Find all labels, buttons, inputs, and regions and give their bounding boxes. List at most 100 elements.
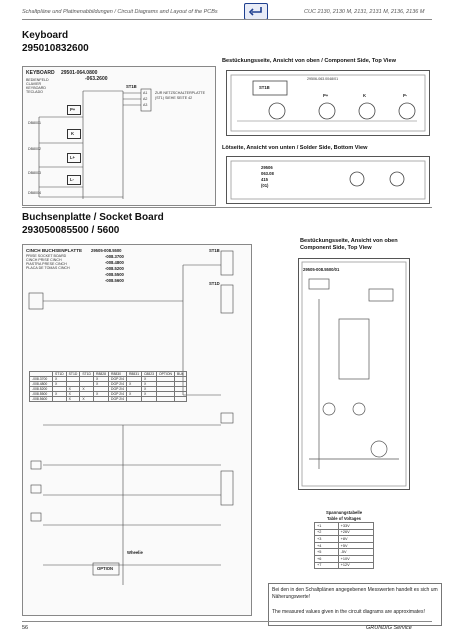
key-box-2: L+ (67, 153, 81, 163)
vt-cell: X (79, 396, 95, 402)
variant-1: -008.3700 (105, 254, 124, 259)
voltage-value: +10V (337, 554, 375, 563)
voltage-key: +6 (314, 554, 339, 563)
back-button[interactable] (244, 3, 268, 20)
socket-title: Buchsenplatte / Socket Board (22, 212, 164, 223)
key-box-3: L- (67, 175, 81, 185)
measurement-note: Bei den in den Schaltplänen angegebenen … (268, 583, 442, 626)
vt-cell: -008.5600 (29, 396, 53, 402)
header-right-text: CUC 2130, 2130 M, 2131, 2131 M, 2136, 21… (304, 9, 425, 15)
variant-3: -008.5200 (105, 266, 124, 271)
table-row: +5-5V (314, 548, 375, 556)
keyboard-top-caption: Bestückungsseite, Ansicht von oben / Com… (222, 58, 396, 64)
pcb-label-p: P+ (323, 93, 329, 98)
voltage-key: +4 (314, 541, 339, 550)
pcb-bottom-traces (230, 160, 426, 200)
pcb-label-st1b: ST1B (259, 85, 270, 90)
vt-h8: OPTION (155, 371, 175, 377)
pin-0: A1 (143, 91, 148, 95)
section-rule (22, 207, 432, 208)
pcb-label-p-minus: P- (403, 93, 408, 98)
key-label-3: L- (70, 177, 74, 182)
vt-cell (52, 396, 67, 402)
socket-sub-3: PLACA DE TOMAS CINCH (26, 266, 70, 270)
keyboard-pcb-top: 29506-063.0048/01 ST1B P+ K P- (226, 70, 430, 136)
socket-pcb-traces (301, 261, 407, 487)
voltage-table-title-de: Spannungstabelle (325, 510, 363, 515)
note-de: Bei den in den Schaltplänen angegebenen … (272, 587, 438, 600)
voltage-value: +12V (337, 561, 375, 570)
header-rule (22, 19, 432, 20)
key-label-0: P+ (70, 107, 76, 112)
voltage-value: -5V (337, 548, 375, 556)
table-row: +7+12V (314, 561, 375, 570)
socket-pcb-code: 29505-008.5500/01 (303, 267, 340, 272)
socket-schematic: CINCH BUCHSENPLATTE PRISE SOCKET BOARD C… (22, 244, 252, 616)
keyboard-title: Keyboard (22, 30, 69, 41)
voltage-key: +3 (314, 535, 339, 543)
keyboard-number: 29501083260­0 (22, 43, 89, 54)
voltage-key: +7 (314, 561, 339, 570)
variant-table-head: ST1D ST1D ST1D R8828 R8830 R8831 C8823 O… (29, 371, 187, 377)
voltage-value: +33V (337, 522, 375, 530)
table-row: +6+10V (314, 554, 375, 563)
schem-part2: -063.2600 (85, 76, 108, 82)
pcb-top-code: 29506-063.0048/01 (307, 77, 339, 81)
pcb-bottom-line-2: 415 (261, 177, 268, 182)
vt-cell (93, 396, 110, 402)
voltage-value: +5V (337, 541, 375, 550)
switch-label-1: DB8002 (28, 147, 41, 151)
socket-component-caption: Bestückungsseite, Ansicht von oben Compo… (300, 238, 398, 251)
vt-empty (173, 396, 187, 402)
table-row: +2+26V (314, 528, 375, 537)
keyboard-bottom-caption: Lötseite, Ansicht von unten / Solder Sid… (222, 145, 368, 151)
variant-4: -008.5500 (105, 272, 124, 277)
socket-sub-1: CINCH PRISE CINCH (26, 258, 62, 262)
schem-note-1: ZUR NETZSCHALTERPLATTE (155, 91, 205, 95)
voltage-value: +8V (337, 535, 375, 543)
vt-cell (125, 396, 142, 402)
vt-cell (140, 396, 157, 402)
schem-sub-0: BEDIENFELD (26, 78, 49, 82)
schem-part1: 29501-064.0800 (61, 70, 98, 76)
switch-label-3: DB8004 (28, 191, 41, 195)
variant-0: 29505-008.5500 (91, 248, 122, 253)
pcb-bottom-line-1: 063.08 (261, 171, 274, 176)
vt-cell: DGP 2/4 (108, 381, 127, 387)
switch-label-0: DB8001 (28, 121, 41, 125)
schem-sub-1: CLAVIER (26, 82, 42, 86)
socket-pcb: 29505-008.5500/01 (298, 258, 410, 490)
vt-cell: DGP 2/4 (108, 376, 127, 382)
wheel-label: Wheelie (127, 550, 143, 555)
pin-2: A3 (143, 103, 148, 107)
table-row: +1+33V (314, 522, 375, 530)
pin-1: A2 (143, 97, 148, 101)
pcb-label-k: K (363, 93, 367, 98)
page-number: 56 (22, 625, 29, 631)
vt-empty (155, 396, 175, 402)
schem-note-2: (ST1) SIEHE SEITE 42 (155, 96, 193, 100)
page-header: Schaltpläne und Platinenabbildungen / Ci… (0, 0, 452, 22)
connector-st1b: ST1B (209, 248, 220, 253)
footer-rule (22, 621, 432, 622)
vt-cell: DGP 2/4 (108, 396, 127, 402)
header-left-text: Schaltpläne und Platinenabbildungen / Ci… (22, 9, 218, 15)
variant-2: -008.4800 (105, 260, 124, 265)
vt-cell: DGP 2/4 (108, 386, 127, 392)
variant-table: ST1D ST1D ST1D R8828 R8830 R8831 C8823 O… (29, 371, 187, 402)
option-label: OPTION (97, 566, 114, 571)
voltage-key: +5 (314, 548, 339, 556)
switch-label-2: DB8003 (28, 171, 41, 175)
key-box-1: K (67, 129, 81, 139)
connector-st1d: ST1D (209, 281, 220, 286)
schem-title: KEYBOARD (26, 70, 55, 76)
key-label-2: L+ (70, 155, 76, 160)
footer-brand: GRUNDIG Service (366, 625, 412, 631)
socket-sub-2: PIASTRA PRESE CINCH (26, 262, 67, 266)
table-row: +3+8V (314, 535, 375, 543)
keyboard-schematic: KEYBOARD 29501-064.0800 -063.2600 BEDIEN… (22, 66, 216, 206)
socket-circuit-lines (28, 250, 234, 585)
pcb-bottom-line-3: (01) (261, 183, 269, 188)
pcb-bottom-line-0: 29506 (261, 165, 273, 170)
table-row: +4+5V (314, 541, 375, 550)
